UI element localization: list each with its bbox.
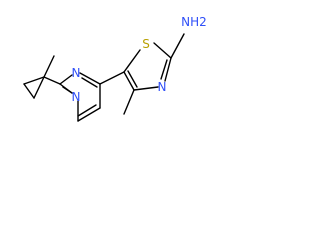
thiazole-bond bbox=[160, 59, 168, 80]
thiazole-sulfur-label: S bbox=[142, 37, 150, 51]
pyrimidine-bond bbox=[62, 86, 73, 94]
methyl-bond bbox=[123, 89, 135, 115]
molecule-structure: NH2 S N N N bbox=[23, 15, 207, 122]
pyrimidine-bond bbox=[59, 74, 73, 85]
cyclopropyl-bond bbox=[23, 83, 35, 99]
methyl-bond bbox=[43, 55, 55, 78]
pyrimidine-nitrogen-label: N bbox=[72, 66, 81, 80]
pyrimidine-nitrogen-label: N bbox=[72, 90, 81, 104]
amine-bond bbox=[170, 33, 185, 59]
cyclopropyl-pyrimidine-bond bbox=[43, 76, 61, 85]
thiazole-bond bbox=[123, 49, 141, 73]
cyclopropyl-bond bbox=[23, 76, 45, 85]
thiazole-bond bbox=[123, 71, 135, 91]
atom-label-layer: NH2 S N N N bbox=[72, 15, 207, 104]
ring-link-bond bbox=[99, 71, 125, 85]
bond-layer bbox=[23, 33, 185, 122]
pyrimidine-bond bbox=[81, 77, 98, 88]
amine-label: NH2 bbox=[181, 15, 207, 29]
thiazole-bond bbox=[153, 42, 172, 59]
thiazole-bond bbox=[127, 70, 138, 88]
pyrimidine-bond bbox=[77, 107, 101, 122]
cyclopropyl-bond bbox=[33, 76, 45, 99]
pyrimidine-bond bbox=[77, 104, 97, 117]
thiazole-bond bbox=[164, 57, 172, 82]
pyrimidine-bond bbox=[79, 72, 101, 85]
thiazole-bond bbox=[133, 86, 159, 91]
thiazole-nitrogen-label: N bbox=[158, 80, 167, 94]
